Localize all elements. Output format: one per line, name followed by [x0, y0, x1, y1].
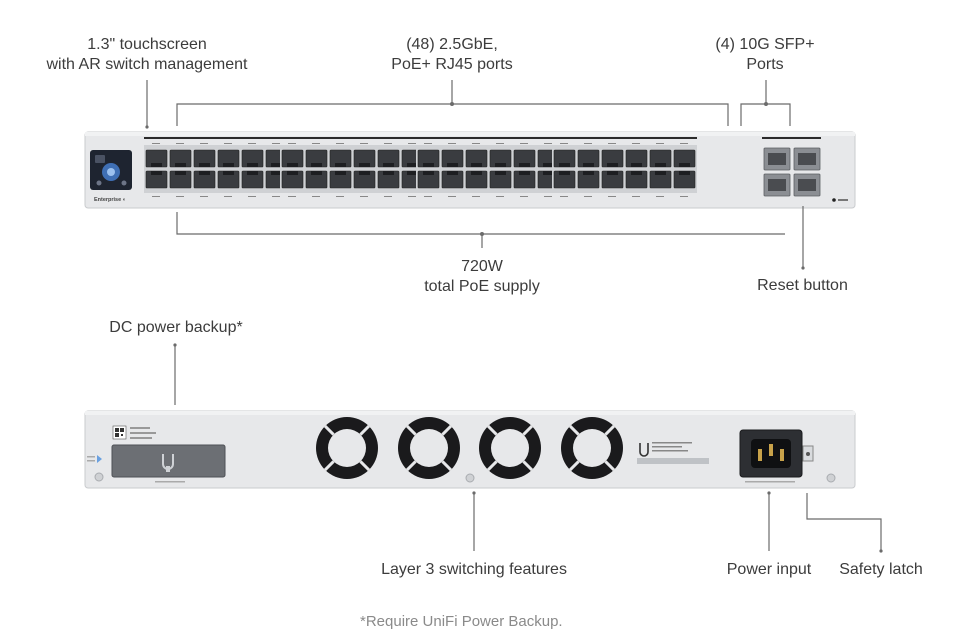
footnote: *Require UniFi Power Backup. — [360, 613, 563, 630]
power-input-socket — [739, 429, 803, 478]
rj45-label-line1: (48) 2.5GbE, — [406, 36, 498, 53]
rj45-label-line2: PoE+ RJ45 ports — [391, 56, 513, 73]
safety-latch-label-text: Safety latch — [839, 561, 923, 578]
fan-icon — [479, 417, 541, 479]
sfp-ports-label: (4) 10G SFP+ Ports — [706, 35, 824, 75]
touchscreen-label: 1.3" touchscreen with AR switch manageme… — [40, 35, 254, 75]
reset-pinhole — [832, 198, 836, 202]
touchscreen-label-line1: 1.3" touchscreen — [87, 36, 207, 53]
dc-power-backup-label-text: DC power backup* — [109, 319, 243, 336]
rj45-port-array — [144, 137, 697, 197]
fan-icon — [561, 417, 623, 479]
touchscreen-display — [90, 150, 132, 190]
fan-icon — [398, 417, 460, 479]
safety-latch-label: Safety latch — [826, 560, 936, 580]
regulatory-label — [637, 442, 709, 464]
sfp-label-line1: (4) 10G SFP+ — [715, 36, 815, 53]
reset-button-label-text: Reset button — [757, 277, 848, 294]
dc-power-backup-label: DC power backup* — [96, 318, 256, 338]
fan-array — [316, 417, 623, 479]
layer3-label-text: Layer 3 switching features — [381, 561, 567, 578]
poe-supply-label-line1: 720W — [461, 258, 503, 275]
layer3-label: Layer 3 switching features — [365, 560, 583, 580]
reset-button-label: Reset button — [740, 276, 865, 296]
rear-panel — [84, 410, 856, 489]
rj45-ports-label: (48) 2.5GbE, PoE+ RJ45 ports — [372, 35, 532, 75]
poe-supply-label-line2: total PoE supply — [424, 278, 540, 295]
sfp-port-array — [762, 137, 821, 197]
safety-latch — [802, 445, 814, 462]
sfp-label-line2: Ports — [746, 56, 784, 73]
touchscreen-label-line2: with AR switch management — [46, 56, 248, 73]
fan-icon — [316, 417, 378, 479]
dc-power-backup-port — [111, 444, 226, 478]
poe-supply-label: 720W total PoE supply — [402, 257, 562, 297]
brand-label: Enterprise ◐ — [94, 197, 127, 203]
qr-code-icon — [112, 425, 127, 440]
front-panel: Enterprise ◐ — [84, 131, 856, 209]
leader-dots — [145, 102, 883, 553]
power-input-label: Power input — [716, 560, 822, 580]
power-input-label-text: Power input — [726, 561, 812, 578]
